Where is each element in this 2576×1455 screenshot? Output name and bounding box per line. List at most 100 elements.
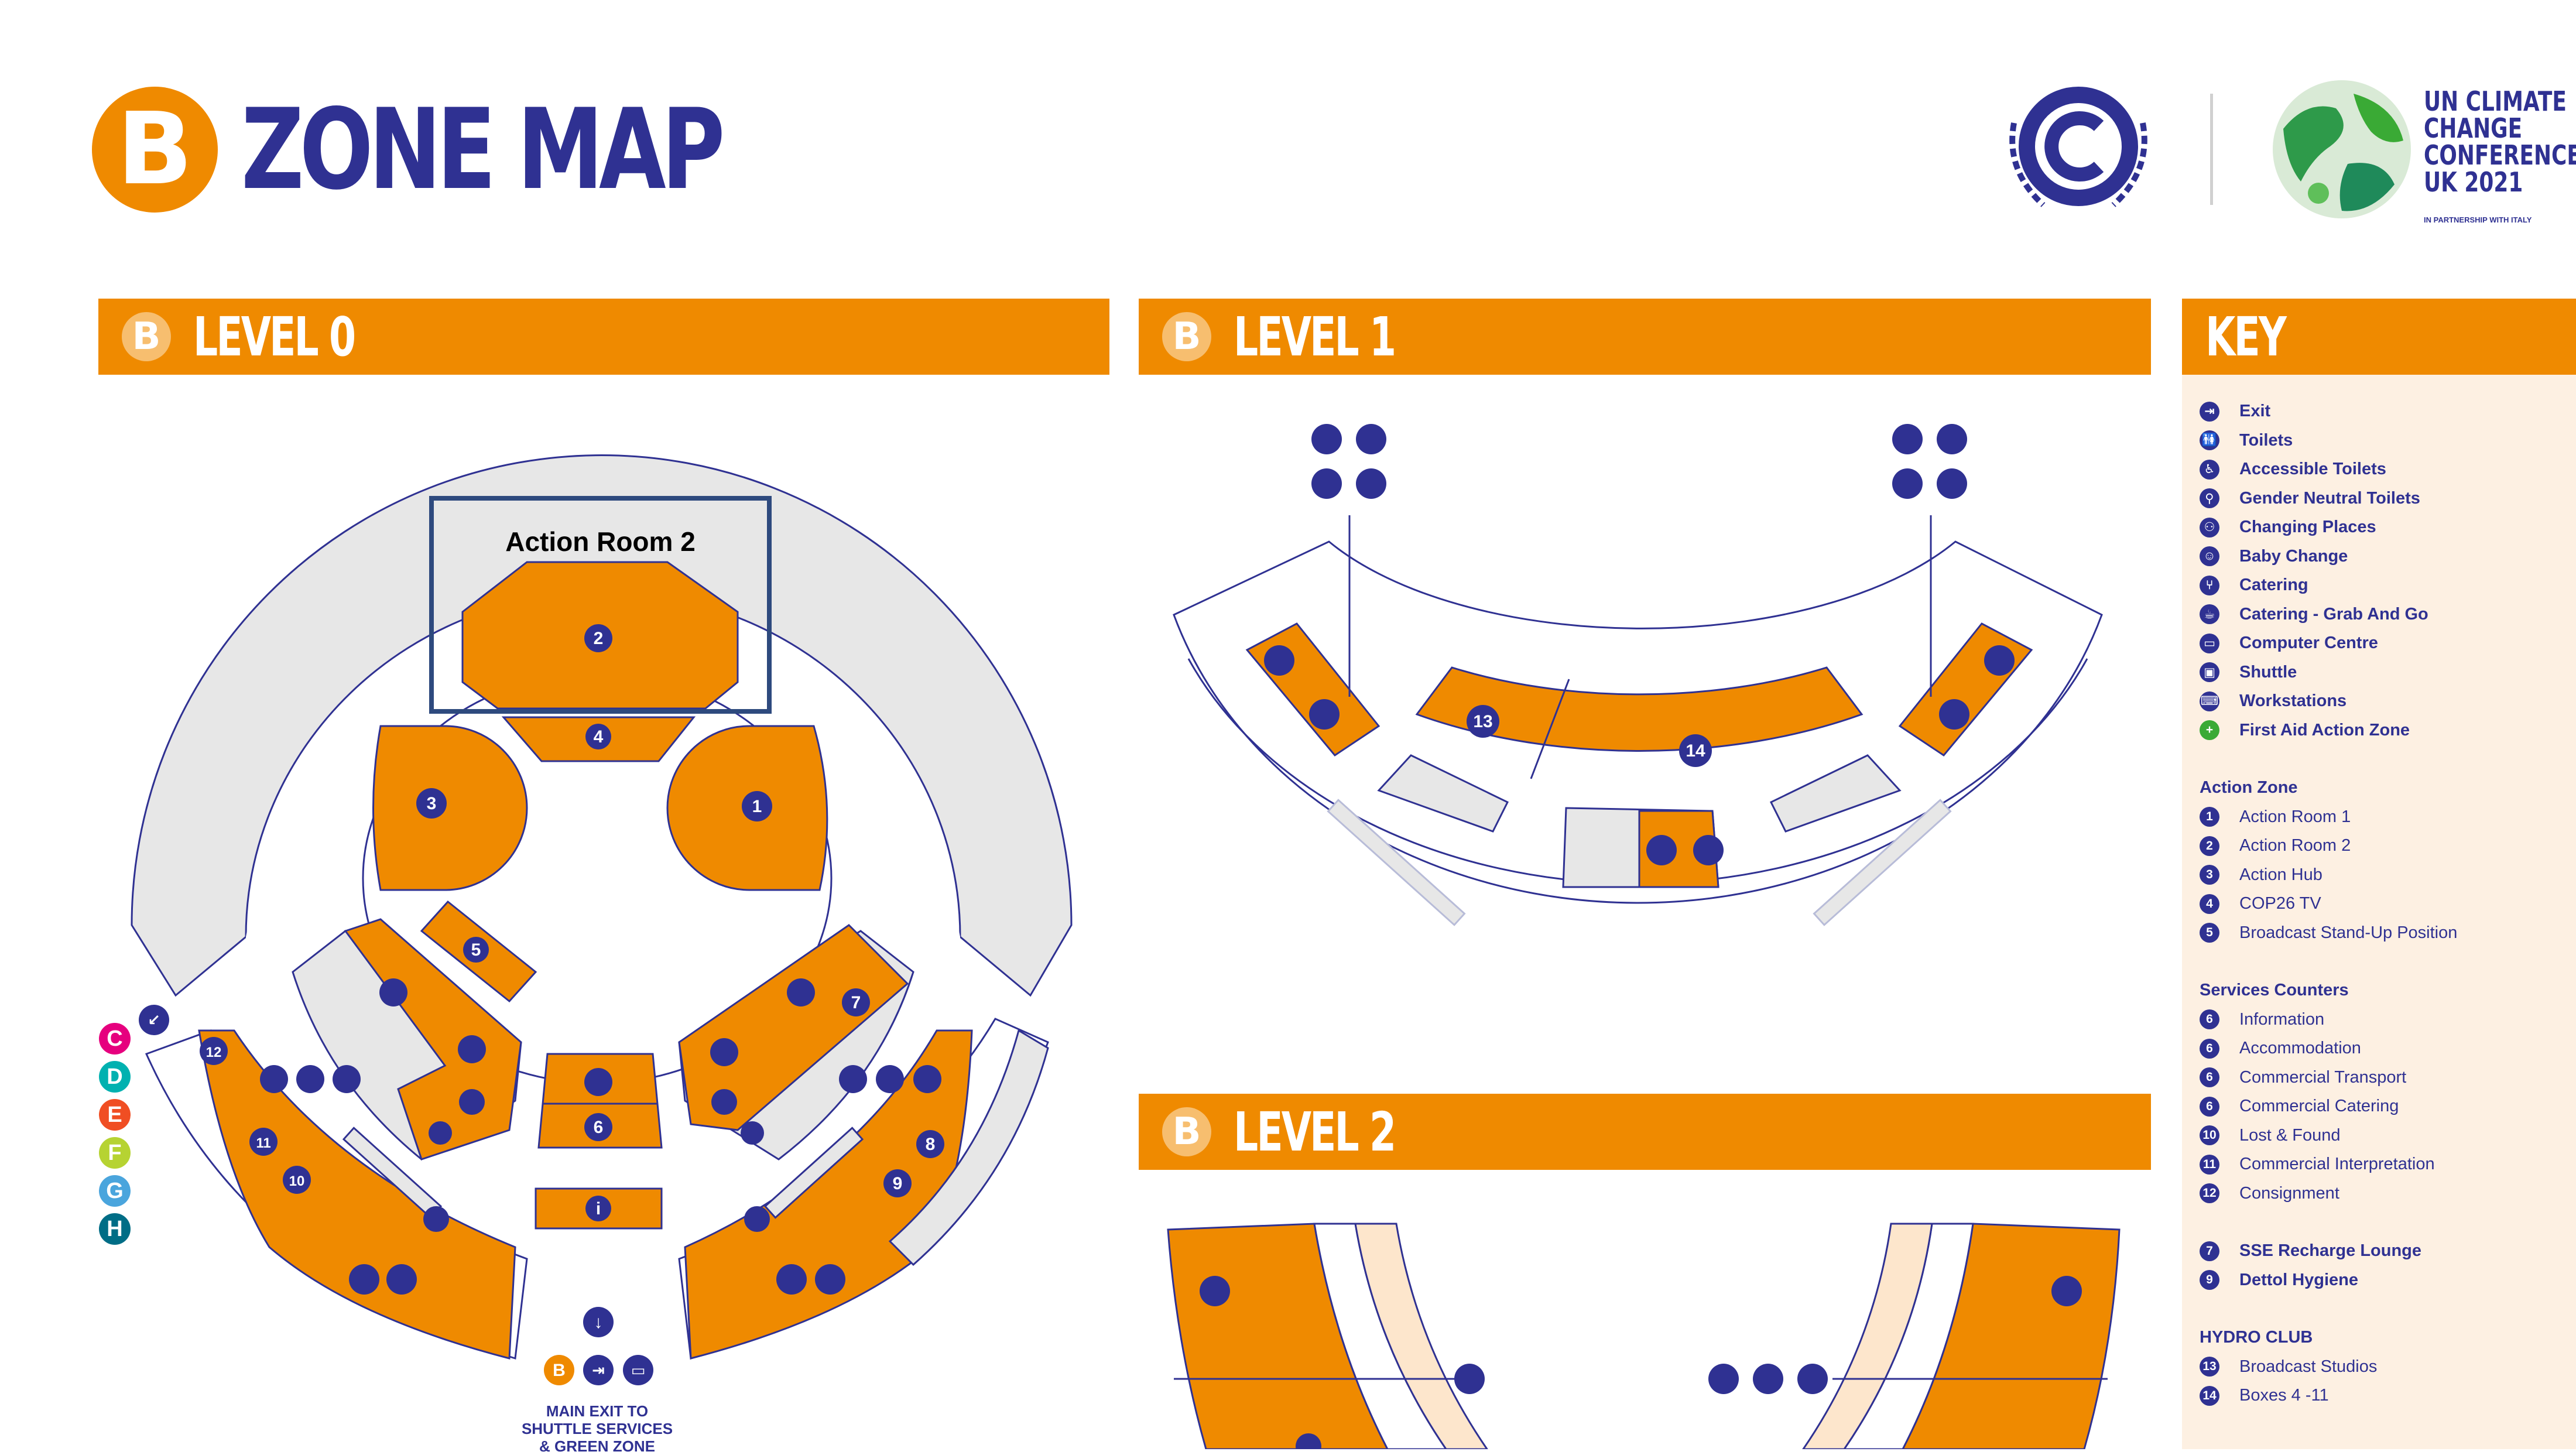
marker-5 [463,937,489,963]
toilets-icon [1311,424,1342,454]
level-1-badge: B [1162,312,1211,361]
key-label: Toilets [2239,430,2293,450]
conference-line-2: CHANGE [2424,112,2523,144]
toilets-icon [1708,1364,1739,1394]
key-label: Action Room 2 [2239,836,2351,855]
room-13-14-area [1415,666,1864,752]
key-label: Exit [2239,402,2271,421]
key-item-baby-change: ☺Baby Change [2200,542,2574,571]
zone-g-link[interactable]: G [99,1175,131,1207]
zone-c-letter: C [107,1026,123,1051]
zone-e-link[interactable]: E [99,1099,131,1131]
zone-b-badge: B [92,86,218,213]
level-1-title: LEVEL 1 [1234,305,1396,368]
key-label: Action Room 1 [2239,807,2351,826]
key-item-action-hub: 3 Action Hub [2200,861,2574,890]
computer-centre-icon [623,1355,653,1385]
zone-d-letter: D [107,1064,123,1089]
key-label: Dettol Hygiene [2239,1270,2359,1289]
marker-14 [1679,734,1712,767]
marker-6-label: 6 [594,1118,604,1137]
zone-f-link[interactable]: F [99,1137,131,1169]
baby-change-icon [1454,1364,1485,1394]
computer-centre-icon: ▭ [2200,633,2219,653]
toilets-icon [1984,645,2015,676]
accessible-toilets-icon [876,1065,904,1093]
grab-and-go-icon: ☕ [2200,604,2219,625]
key-item-catering: ⑂Catering [2200,571,2574,600]
number-5-icon: 5 [2200,923,2219,943]
catering-icon [776,1264,807,1295]
marker-4 [585,724,611,749]
level-1-escalator-left-icon [1327,799,1466,926]
action-room-2-highlight [429,496,772,714]
key-label: Boxes 4 -11 [2239,1386,2329,1405]
grab-and-go-icon [386,1264,417,1295]
key-label: Consignment [2239,1183,2339,1203]
zone-d-link[interactable]: D [99,1061,131,1093]
key-item-lost-found: 10 Lost & Found [2200,1121,2574,1151]
toilets-icon [584,1068,612,1096]
escalator-icon [423,1206,449,1232]
zone-links: C D E F G H [99,1023,131,1245]
marker-9 [883,1169,912,1197]
key-label: Broadcast Stand-Up Position [2239,923,2458,942]
number-3-icon: 3 [2200,865,2219,885]
level-0-map: 2 4 3 1 5 6 7 8 9 10 11 12 i ↓ [131,454,1073,1385]
key-item-changing-places: ⚇Changing Places [2200,513,2574,542]
level-1-bar: B LEVEL 1 [1139,299,2151,375]
key-label: Information [2239,1009,2325,1029]
level-1-badge-letter: B [1172,315,1201,358]
gender-neutral-toilets-icon [333,1065,361,1093]
action-room-2-label: Action Room 2 [505,526,696,557]
exit-caption-line-1: MAIN EXIT TO [546,1402,649,1420]
number-10-icon: 10 [2200,1125,2219,1146]
zone-h-link[interactable]: H [99,1213,131,1245]
zone-c-link[interactable]: C [99,1023,131,1055]
key-item-accommodation: 6 Accommodation [2200,1034,2574,1063]
key-label: Shuttle [2239,662,2297,682]
level-0-outer-ring-left-orange [198,1029,516,1360]
number-9-icon: 9 [2200,1270,2219,1290]
level-2-left-walkway [1354,1223,1488,1449]
toilets-icon [459,1089,485,1115]
baby-change-icon [1937,424,1967,454]
marker-3 [416,788,447,819]
key-label: Catering [2239,576,2308,595]
toilets-icon [1646,835,1677,865]
accessible-toilets-icon [1753,1364,1783,1394]
accessible-toilets-icon [1892,468,1923,499]
number-6-icon: 6 [2200,1096,2219,1117]
number-6-icon: 6 [2200,1067,2219,1088]
key-label: Lost & Found [2239,1125,2341,1145]
info-glyph: i [596,1199,601,1218]
key-label: Accommodation [2239,1039,2361,1058]
conference-name: UN CLIMATE CHANGE CONFERENCE UK 2021 [2424,88,2576,196]
baby-change-icon: ☺ [2200,546,2219,567]
toilets-icon [1296,1433,1321,1449]
key-label: Changing Places [2239,518,2376,537]
toilets-icon [1309,699,1340,730]
exit-arrow-icon [583,1307,614,1337]
accessible-toilets-icon [1311,468,1342,499]
toilets-icon [711,1089,737,1115]
toilets-icon [1693,835,1724,865]
marker-7-label: 7 [851,993,861,1012]
key-label: Computer Centre [2239,634,2378,653]
exit-arrow-glyph: ↓ [594,1313,603,1332]
number-6-icon: 6 [2200,1038,2219,1059]
toilets-icon [1939,699,1969,730]
key-item-dettol-hygiene: 9 Dettol Hygiene [2200,1266,2574,1295]
marker-4-label: 4 [594,727,604,747]
zone-b-marker-icon [544,1355,574,1385]
gender-neutral-toilets-icon [1937,468,1967,499]
key-label: SSE Recharge Lounge [2239,1241,2422,1261]
marker-8-label: 8 [926,1135,936,1154]
level-2-right-walkway [1802,1223,1933,1449]
zone-f-letter: F [108,1140,122,1165]
key-label: Action Hub [2239,865,2322,884]
